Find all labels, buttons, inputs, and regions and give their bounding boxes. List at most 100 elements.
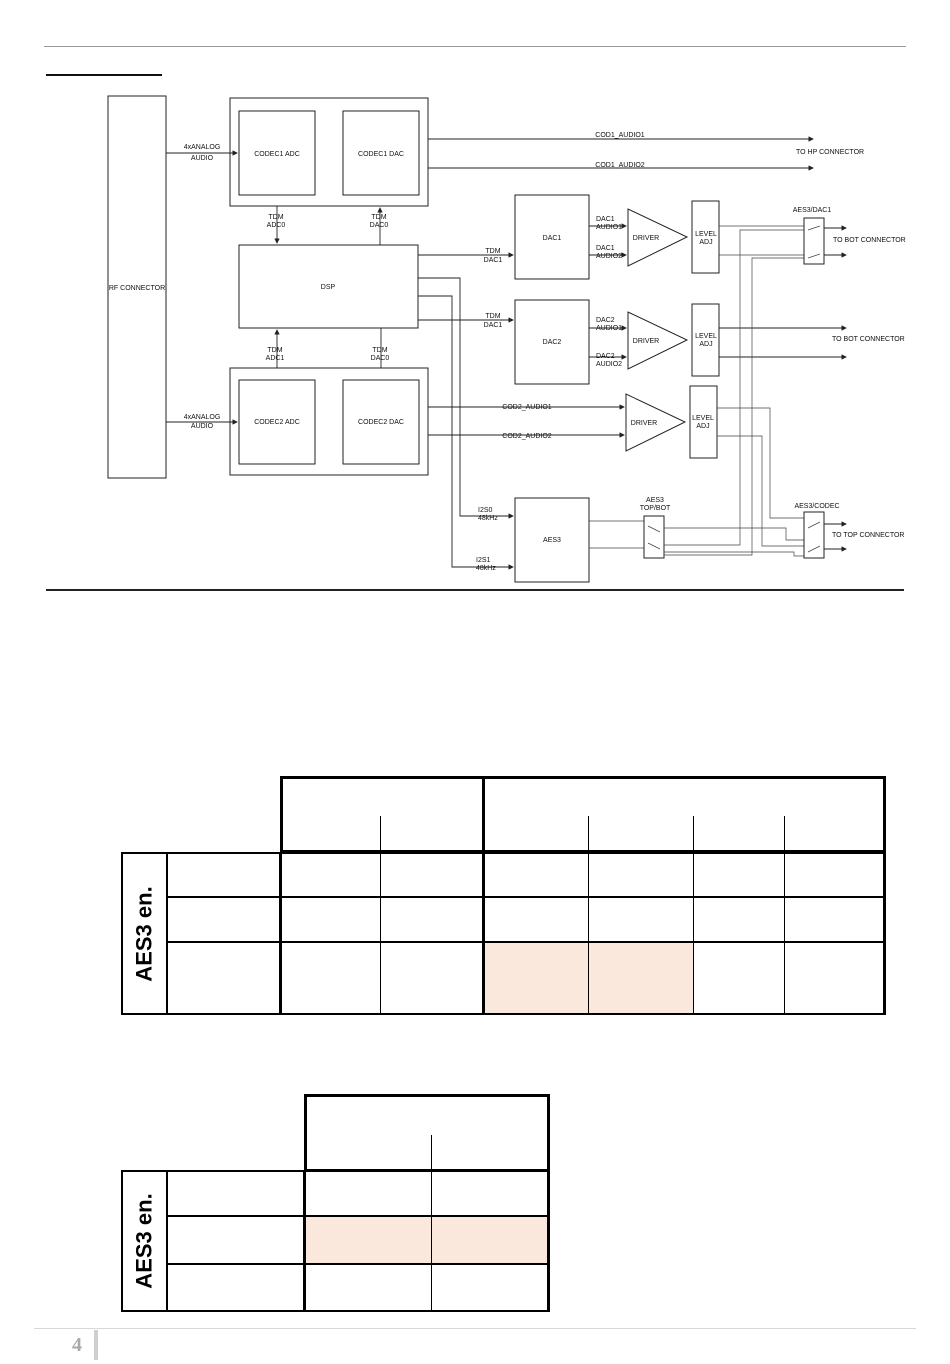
level-adj3-line1: LEVEL xyxy=(692,415,714,422)
table1-row-line-1 xyxy=(166,896,886,898)
dac2-audio2-line2: AUDIO2 xyxy=(596,361,622,368)
table1-subdivider-2 xyxy=(588,816,589,853)
dsp-block xyxy=(238,244,419,329)
driver2-triangle xyxy=(627,311,689,370)
table1-body-box xyxy=(166,852,886,1015)
dac2-label: DAC2 xyxy=(543,339,562,346)
codec2-dac-label: CODEC2 DAC xyxy=(358,419,404,426)
table2-highlight xyxy=(306,1217,547,1263)
driver2-label: DRIVER xyxy=(633,338,659,345)
codec1-adc-label: CODEC1 ADC xyxy=(254,151,300,158)
to-hp-connector-label: TO HP CONNECTOR xyxy=(796,149,864,156)
table1-header-box xyxy=(280,776,886,853)
level-adj1-line2: ADJ xyxy=(699,239,712,246)
tdm-adc0-line1: TDM xyxy=(268,214,283,221)
table1-highlight xyxy=(484,942,694,1013)
to-bot-connector-2-label: TO BOT CONNECTOR xyxy=(832,336,905,343)
i2s0-line2: 48kHz xyxy=(478,515,498,522)
table2-side-label-text: AES3 en. xyxy=(131,1193,157,1289)
footer-bar xyxy=(94,1330,98,1360)
top-rule xyxy=(44,46,906,47)
table2-header-box xyxy=(304,1094,550,1172)
tdm-adc1-line1: TDM xyxy=(267,347,282,354)
codec2-adc-label: CODEC2 ADC xyxy=(254,419,300,426)
table1-subdivider-1 xyxy=(380,816,381,853)
rf-connector-block xyxy=(107,95,167,479)
level-adj2-line1: LEVEL xyxy=(695,333,717,340)
table1-row-line-2 xyxy=(166,941,886,943)
codec1-dac-label: CODEC1 DAC xyxy=(358,151,404,158)
input-top-line2: AUDIO xyxy=(191,155,214,162)
input-bottom-line1: 4xANALOG xyxy=(184,414,221,421)
table1-subdivider-4 xyxy=(784,816,785,853)
dac1-audio2-line2: AUDIO2 xyxy=(596,253,622,260)
cod2-audio1-label: COD2_AUDIO1 xyxy=(502,404,552,411)
dac1-audio2-line1: DAC1 xyxy=(596,245,615,252)
dac2-audio1-line1: DAC2 xyxy=(596,317,615,324)
cod1-audio1-label: COD1_AUDIO1 xyxy=(595,132,645,139)
table2-row-line-1 xyxy=(166,1215,550,1217)
tdm-dac1-a-line1: TDM xyxy=(485,248,500,255)
level-adj1-line1: LEVEL xyxy=(695,231,717,238)
cod1-audio2-label: COD1_AUDIO2 xyxy=(595,162,645,169)
table1-subdivider-3 xyxy=(693,816,694,853)
level-adj1-block xyxy=(691,200,720,274)
aes3-label: AES3 xyxy=(543,537,561,544)
table2-col-line-1 xyxy=(431,1170,432,1312)
tdm-dac1-b-line1: TDM xyxy=(485,313,500,320)
tdm-dac1-a-line2: DAC1 xyxy=(484,257,503,264)
i2s1-line1: I2S1 xyxy=(476,557,491,564)
aes3-codec-switch xyxy=(803,511,825,559)
table1-col-line-1 xyxy=(380,852,381,1015)
codec1-adc-block xyxy=(238,110,316,196)
driver1-triangle xyxy=(627,208,689,267)
page-number: 4 xyxy=(72,1334,82,1356)
dac2-block xyxy=(514,299,590,385)
table2-body-box xyxy=(166,1170,550,1312)
level-adj2-line2: ADJ xyxy=(699,341,712,348)
table1-col-line-2 xyxy=(482,852,485,1015)
table2-row-line-2 xyxy=(166,1263,550,1265)
table1-col-line-3 xyxy=(588,852,589,1015)
tdm-dac0-bottom-line2: DAC0 xyxy=(371,355,390,362)
dac1-audio1-line2: AUDIO1 xyxy=(596,224,622,231)
aes3-topbot-line1: AES3 xyxy=(646,497,664,504)
tdm-dac0-top-line2: DAC0 xyxy=(370,222,389,229)
table1-header-divider xyxy=(482,776,485,853)
i2s1-line2: 48kHz xyxy=(476,565,496,572)
dac1-block xyxy=(514,194,590,280)
tdm-adc0-line2: ADC0 xyxy=(267,222,286,229)
table1-col-line-4 xyxy=(693,852,694,1015)
tdm-dac0-top-line1: TDM xyxy=(371,214,386,221)
dac2-audio2-line1: DAC2 xyxy=(596,353,615,360)
aes3-block xyxy=(514,497,590,583)
tdm-adc1-line2: ADC1 xyxy=(266,355,285,362)
codec2-adc-block xyxy=(238,379,316,465)
i2s0-line1: I2S0 xyxy=(478,507,493,514)
driver3-triangle xyxy=(625,393,687,452)
table1-col-line-0 xyxy=(279,852,282,1015)
input-top-line1: 4xANALOG xyxy=(184,144,221,151)
dac2-audio1-line2: AUDIO1 xyxy=(596,325,622,332)
table2-col-line-0 xyxy=(303,1170,306,1312)
aes3-dac1-switch xyxy=(803,217,825,265)
codec2-dac-block xyxy=(342,379,420,465)
aes3-dac1-label: AES3/DAC1 xyxy=(793,207,832,214)
driver1-label: DRIVER xyxy=(633,235,659,242)
aes3-topbot-line2: TOP/BOT xyxy=(640,505,671,512)
level-adj3-line2: ADJ xyxy=(696,423,709,430)
footer-rule xyxy=(34,1328,916,1329)
level-adj2-block xyxy=(691,303,720,377)
aes3-topbot-switch xyxy=(643,515,665,559)
audio-block-diagram: RF CONNECTOR CODEC1 ADC CODEC1 DAC 4xANA… xyxy=(107,95,906,583)
level-adj3-block xyxy=(689,385,718,459)
table1-col-line-5 xyxy=(784,852,785,1015)
diagram-bottom-rule xyxy=(46,589,904,591)
table2-side-label: AES3 en. xyxy=(121,1170,168,1312)
table1-side-label: AES3 en. xyxy=(121,852,168,1015)
aes3-codec-label: AES3/CODEC xyxy=(794,503,839,510)
driver3-label: DRIVER xyxy=(631,420,657,427)
tdm-dac0-bottom-line1: TDM xyxy=(372,347,387,354)
dsp-label: DSP xyxy=(321,284,336,291)
dac1-audio1-line1: DAC1 xyxy=(596,216,615,223)
